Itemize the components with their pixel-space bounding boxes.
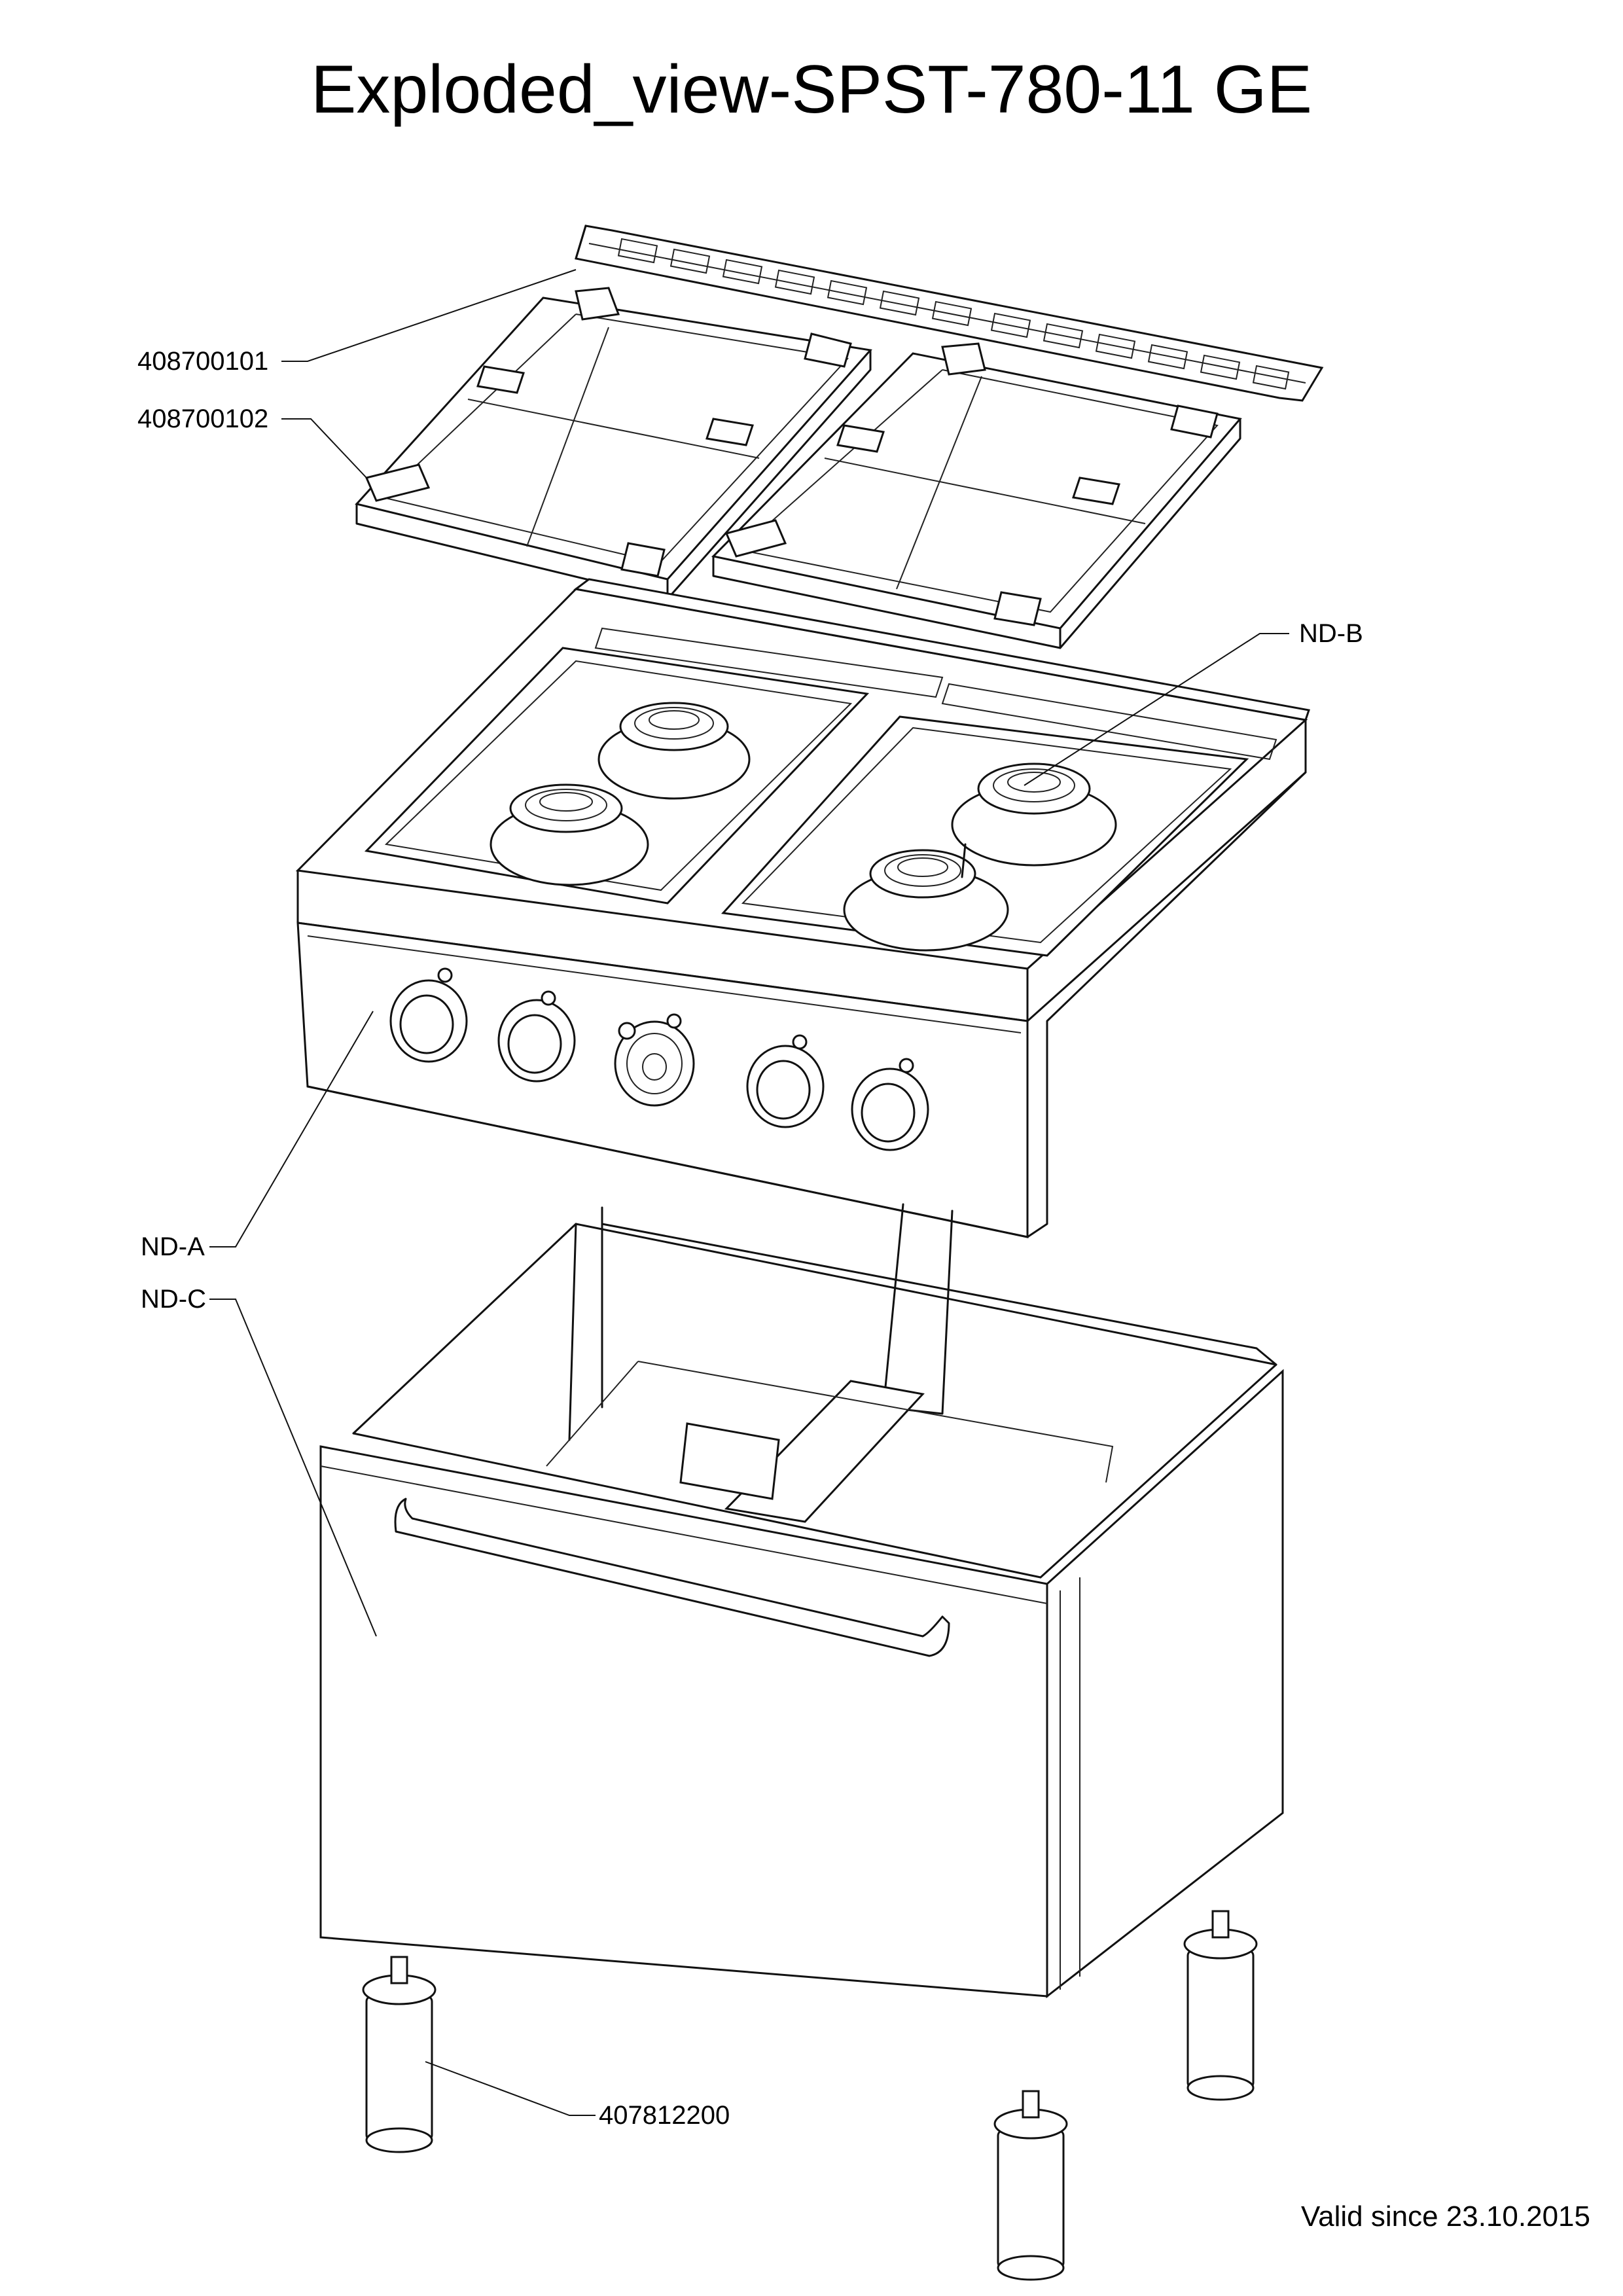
foot-1	[362, 1956, 437, 2153]
callout-407812200: 407812200	[599, 2101, 730, 2130]
knob-2	[497, 990, 576, 1083]
foot-3	[1183, 1910, 1258, 2101]
pan-support-right	[711, 342, 1242, 649]
oven-base	[319, 1203, 1284, 1999]
callout-408700102: 408700102	[137, 404, 269, 433]
callout-nd-c: ND-C	[141, 1285, 206, 1314]
foot-2	[993, 2090, 1068, 2281]
leader-lines	[209, 269, 1289, 2116]
knob-5	[851, 1058, 929, 1151]
knob-3-thermostat	[614, 1013, 695, 1107]
pan-support-left	[355, 287, 872, 600]
validity-date: Valid since 23.10.2015	[1301, 2200, 1590, 2233]
callout-nd-a: ND-A	[141, 1232, 205, 1261]
burner-rear-left	[597, 702, 751, 800]
burner-rear-right	[951, 762, 1117, 867]
knob-4	[746, 1034, 825, 1128]
callout-408700101: 408700101	[137, 347, 269, 376]
burner-front-left	[490, 783, 649, 886]
page-title: Exploded_view-SPST-780-11 GE	[311, 52, 1312, 128]
callout-nd-b: ND-B	[1299, 619, 1363, 648]
knob-1	[389, 967, 468, 1063]
burner-front-right	[843, 843, 1009, 952]
rear-trim-strip	[575, 224, 1324, 402]
